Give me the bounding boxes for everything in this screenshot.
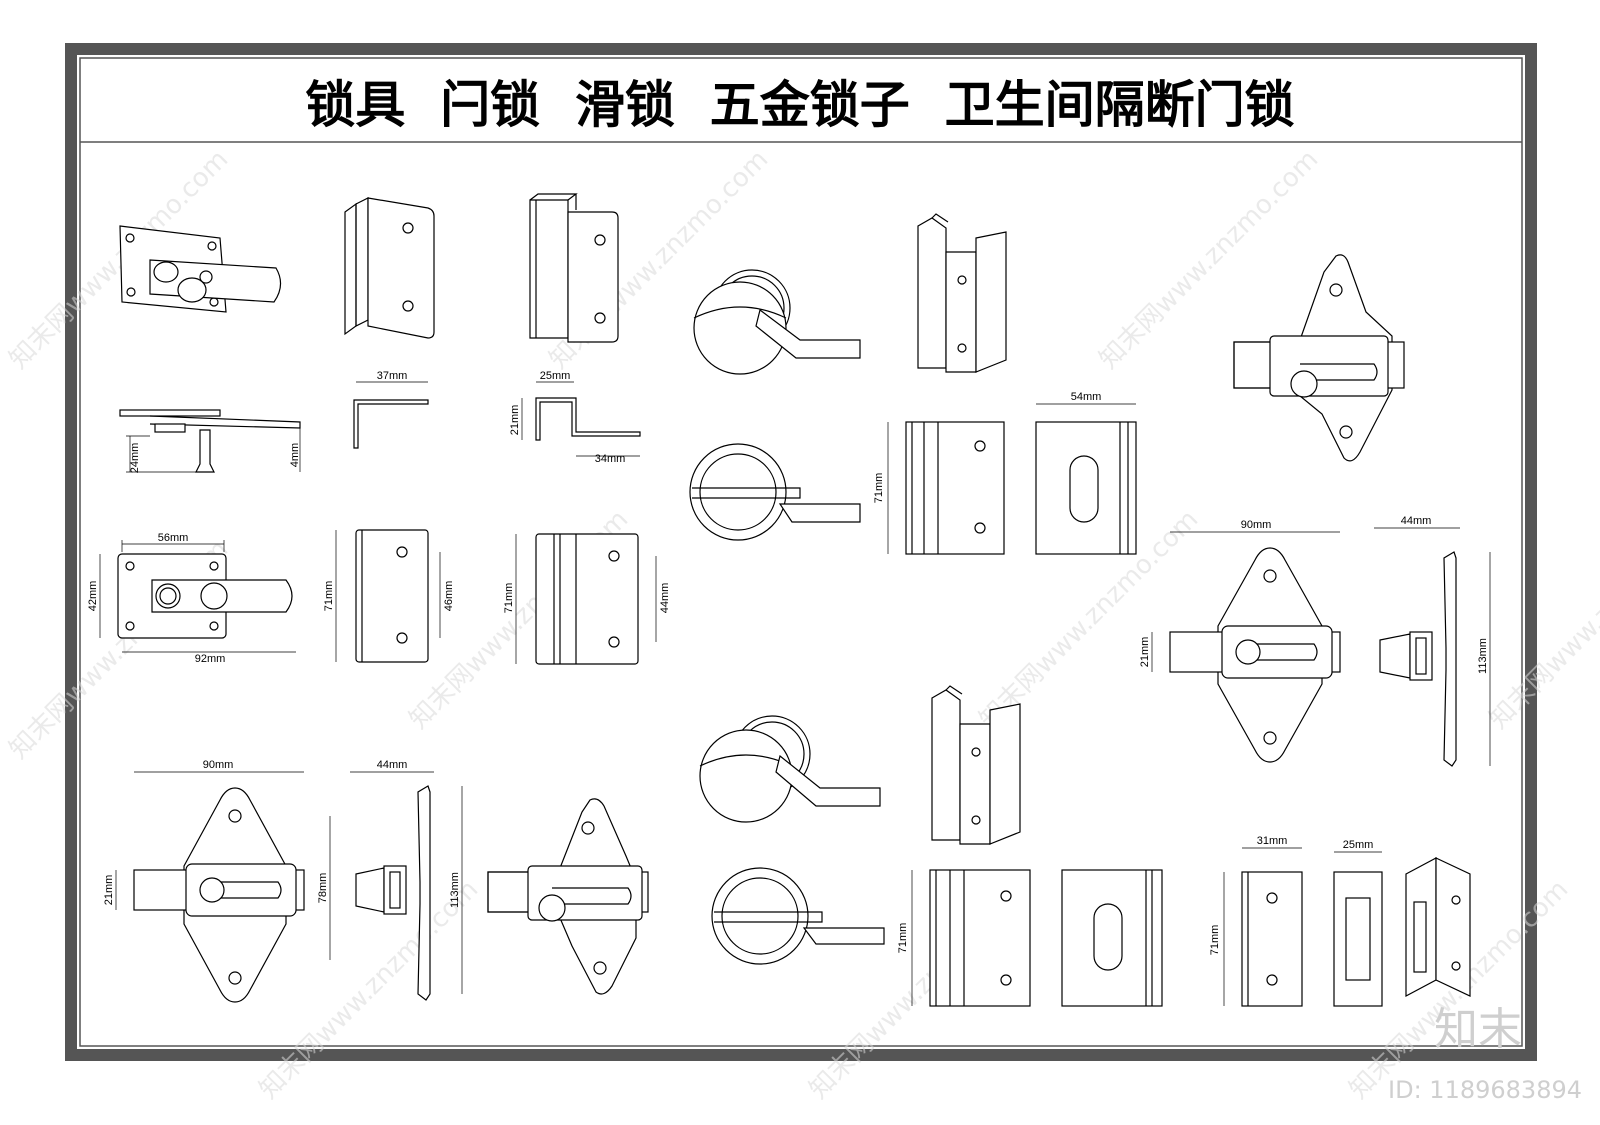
brand-id: ID: 1189683894: [1388, 1076, 1582, 1104]
watermark-7: 知末网www.znzmo.com: [1484, 504, 1600, 735]
u-profile-section: 25mm 21mm 34mm: [509, 370, 641, 465]
angle-bracket-3d: [1405, 857, 1471, 997]
round-lever-front-2: [711, 867, 885, 965]
latch-perspective-1: [119, 225, 282, 313]
dim-54: 54mm: [1071, 391, 1102, 403]
round-lever-perspective-2: [699, 715, 881, 823]
dim-37: 37mm: [377, 370, 408, 382]
l-plate-front: 71mm 46mm: [323, 529, 455, 663]
dim-90-a: 90mm: [203, 759, 234, 771]
dim-113-a: 113mm: [449, 872, 461, 908]
sheet-frame: [65, 43, 1537, 1061]
u-plate-front-2: 71mm 54mm: [873, 391, 1137, 555]
dim-21-a: 21mm: [103, 875, 115, 906]
round-lever-front-1: [689, 443, 861, 541]
dim-25-b: 25mm: [1343, 839, 1374, 851]
diamond-lock-side-1: 44mm 78mm 113mm: [317, 759, 463, 1001]
dim-21-top: 21mm: [509, 405, 521, 436]
u-channel-3d-1: [529, 193, 619, 343]
dim-31: 31mm: [1257, 835, 1288, 847]
dim-71-b: 71mm: [503, 583, 515, 614]
dim-78: 78mm: [317, 873, 329, 904]
latch-front-view: 56mm 42mm 92mm: [87, 532, 296, 665]
dim-24: 24mm: [129, 443, 141, 474]
brand-logo: 知末: [1434, 1004, 1522, 1055]
dim-42: 42mm: [87, 581, 99, 612]
diamond-lock-perspective-1: [1233, 254, 1405, 462]
dim-92: 92mm: [195, 653, 226, 665]
dim-56: 56mm: [158, 532, 189, 544]
diamond-lock-front-2: 90mm 21mm: [1139, 519, 1341, 763]
dim-46: 46mm: [443, 581, 455, 612]
dim-90-b: 90mm: [1241, 519, 1272, 531]
round-lever-perspective-1: [693, 269, 861, 375]
diamond-lock-perspective-2: [487, 798, 649, 995]
u-channel-3d-3: [931, 685, 1021, 845]
diamond-lock-side-2: 44mm 113mm: [1374, 515, 1491, 767]
dim-71-d: 71mm: [897, 923, 909, 954]
dim-71-e: 71mm: [1209, 925, 1221, 956]
u-channel-3d-2: [917, 213, 1007, 373]
sheet-title: 锁具 闩锁 滑锁 五金锁子 卫生间隔断门锁: [305, 76, 1294, 134]
dim-4: 4mm: [289, 443, 301, 467]
l-bracket-3d-1: [344, 197, 435, 339]
latch-side-profile: 24mm 4mm: [119, 409, 301, 474]
diamond-lock-front-1: 90mm 21mm: [103, 759, 305, 1003]
small-bracket-fronts: 31mm 71mm 25mm: [1209, 835, 1383, 1007]
dim-44-b: 44mm: [377, 759, 408, 771]
u-plate-front: 71mm 44mm: [503, 533, 671, 665]
l-profile-section: 37mm: [353, 370, 429, 449]
dim-44-a: 44mm: [659, 583, 671, 614]
u-plate-front-3: 71mm: [897, 869, 1163, 1007]
dim-113-b: 113mm: [1477, 638, 1489, 674]
dim-21-b: 21mm: [1139, 637, 1151, 668]
dim-25: 25mm: [540, 370, 571, 382]
dim-34: 34mm: [595, 453, 626, 465]
dim-71-a: 71mm: [323, 581, 335, 612]
dim-71-c: 71mm: [873, 473, 885, 504]
dim-44-c: 44mm: [1401, 515, 1432, 527]
